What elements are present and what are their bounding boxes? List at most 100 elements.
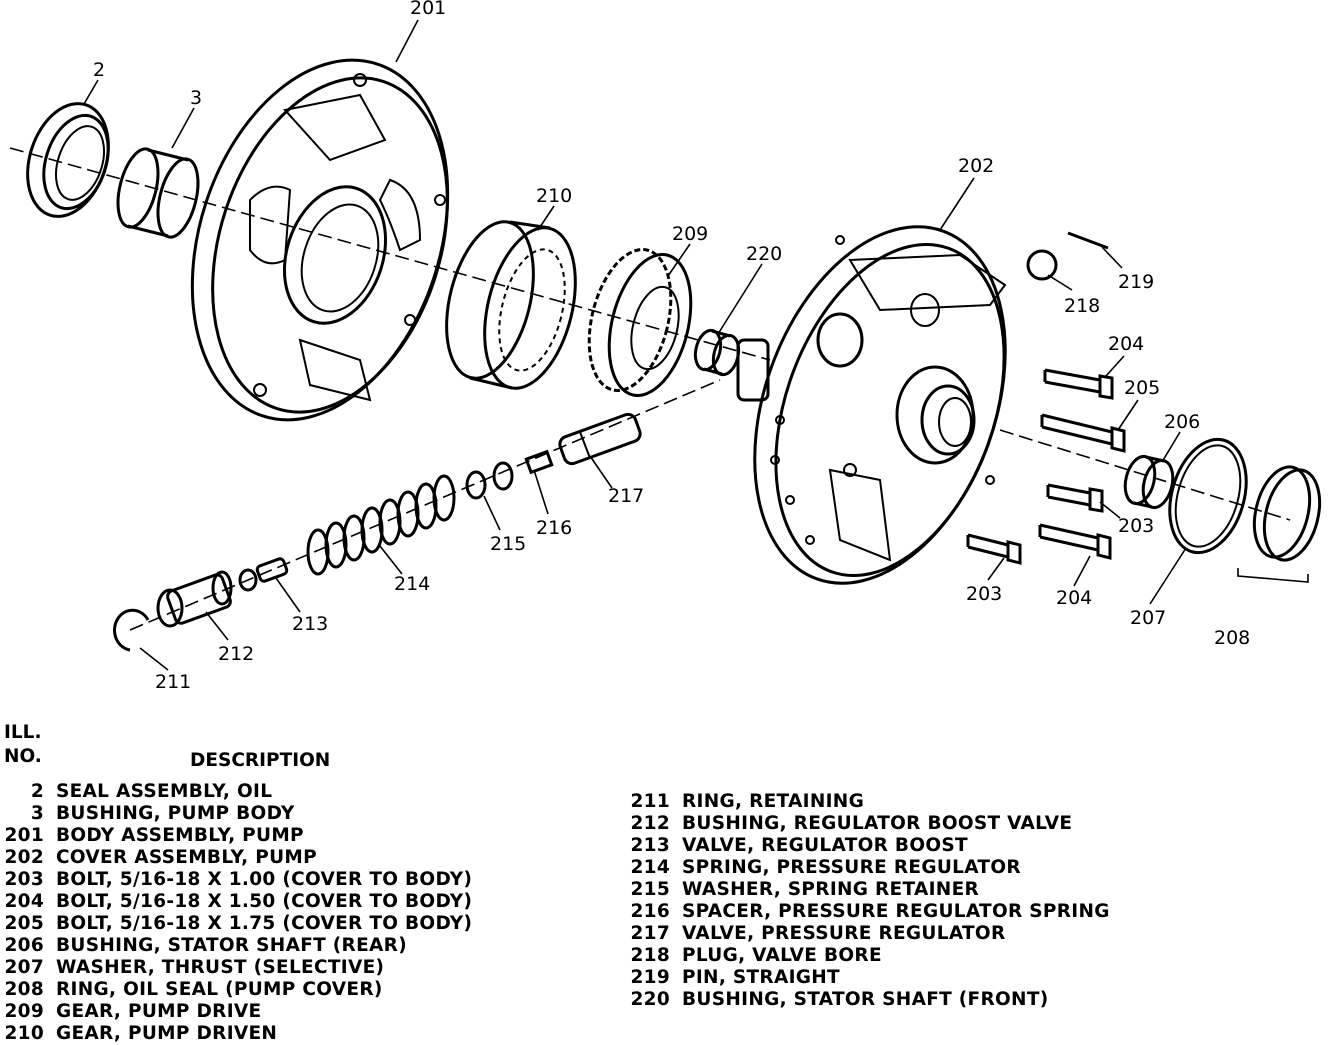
callout-203-lower: 203	[966, 583, 1002, 605]
legend-row: 2 SEAL ASSEMBLY, OIL	[0, 781, 472, 803]
legend-description: BOLT, 5/16-18 X 1.50 (COVER TO BODY)	[56, 891, 473, 912]
legend-row: 216 SPACER, PRESSURE REGULATOR SPRING	[630, 901, 1110, 923]
callout-202: 202	[958, 155, 994, 177]
part-217-valve	[558, 412, 642, 466]
callout-205: 205	[1124, 377, 1160, 399]
legend-number: 204	[4, 891, 44, 912]
part-210-driven-gear	[445, 220, 577, 390]
legend-description: BUSHING, REGULATOR BOOST VALVE	[682, 813, 1073, 834]
legend-description: BOLT, 5/16-18 X 1.75 (COVER TO BODY)	[56, 913, 473, 934]
legend-number: 205	[4, 913, 44, 934]
legend-number: 202	[4, 847, 44, 868]
part-218-plug	[1026, 249, 1058, 281]
legend-row: 209 GEAR, PUMP DRIVE	[0, 1001, 472, 1023]
callout-214: 214	[394, 573, 430, 595]
callout-213: 213	[292, 613, 328, 635]
legend-number: 2	[30, 781, 44, 802]
legend-number: 216	[630, 901, 670, 922]
callout-210: 210	[536, 185, 572, 207]
header-ill: ILL.	[4, 722, 42, 743]
legend-description: BUSHING, PUMP BODY	[56, 803, 295, 824]
callout-204-lower: 204	[1056, 587, 1092, 609]
legend-description: RING, OIL SEAL (PUMP COVER)	[56, 979, 383, 1000]
legend-row: 202 COVER ASSEMBLY, PUMP	[0, 847, 472, 869]
leader-lines	[83, 19, 1187, 671]
legend-number: 215	[630, 879, 670, 900]
legend-description: SPRING, PRESSURE REGULATOR	[682, 857, 1021, 878]
legend-description: SEAL ASSEMBLY, OIL	[56, 781, 273, 802]
legend-row: 214 SPRING, PRESSURE REGULATOR	[630, 857, 1110, 879]
legend-description: BUSHING, STATOR SHAFT (REAR)	[56, 935, 407, 956]
part-213-valve	[238, 557, 289, 592]
legend-number: 211	[630, 791, 670, 812]
legend-description: RING, RETAINING	[682, 791, 865, 812]
legend-description: VALVE, REGULATOR BOOST	[682, 835, 968, 856]
legend-row: 215 WASHER, SPRING RETAINER	[630, 879, 1110, 901]
part-202-pump-cover	[736, 225, 1007, 585]
legend-number: 3	[30, 803, 44, 824]
legend-description: SPACER, PRESSURE REGULATOR SPRING	[682, 901, 1110, 922]
legend-row: 203 BOLT, 5/16-18 X 1.00 (COVER TO BODY)	[0, 869, 472, 891]
callout-203-right: 203	[1118, 515, 1154, 537]
callout-208: 208	[1214, 627, 1250, 649]
legend-description: WASHER, SPRING RETAINER	[682, 879, 980, 900]
part-209-drive-gear	[587, 248, 693, 397]
legend-description: PLUG, VALVE BORE	[682, 945, 882, 966]
part-2-oil-seal	[26, 102, 110, 218]
callout-201: 201	[410, 0, 446, 19]
callout-218: 218	[1064, 295, 1100, 317]
callout-220: 220	[746, 243, 782, 265]
part-204-bolt-lower	[1038, 523, 1112, 560]
legend-number: 203	[4, 869, 44, 890]
callout-3: 3	[190, 87, 202, 109]
callout-219: 219	[1118, 271, 1154, 293]
part-214-spring	[306, 474, 456, 576]
header-no: NO.	[4, 746, 42, 767]
legend-number: 210	[4, 1023, 44, 1044]
legend-row: 212 BUSHING, REGULATOR BOOST VALVE	[630, 813, 1110, 835]
callout-209: 209	[672, 223, 708, 245]
callout-212: 212	[218, 643, 254, 665]
legend-number: 212	[630, 813, 670, 834]
legend-number: 213	[630, 835, 670, 856]
legend-description: BOLT, 5/16-18 X 1.00 (COVER TO BODY)	[56, 869, 473, 890]
legend-number: 219	[630, 967, 670, 988]
part-211-ring	[113, 608, 150, 652]
legend-row: 204 BOLT, 5/16-18 X 1.50 (COVER TO BODY)	[0, 891, 472, 913]
legend-row: 213 VALVE, REGULATOR BOOST	[630, 835, 1110, 857]
part-3-bushing	[116, 147, 200, 239]
legend-number: 209	[4, 1001, 44, 1022]
part-204-bolt-upper	[1043, 368, 1114, 400]
legend-right: 211 RING, RETAINING 212 BUSHING, REGULATOR…	[630, 791, 1110, 1011]
legend-description: COVER ASSEMBLY, PUMP	[56, 847, 317, 868]
legend-description: GEAR, PUMP DRIVE	[56, 1001, 262, 1022]
part-201-pump-body	[190, 58, 450, 422]
legend-description: PIN, STRAIGHT	[682, 967, 840, 988]
callout-206: 206	[1164, 411, 1200, 433]
callout-216: 216	[536, 517, 572, 539]
legend-row: 207 WASHER, THRUST (SELECTIVE)	[0, 957, 472, 979]
legend-number: 201	[4, 825, 44, 846]
callout-204-upper: 204	[1108, 333, 1144, 355]
legend-description: WASHER, THRUST (SELECTIVE)	[56, 957, 385, 978]
part-219-pin	[1067, 231, 1109, 250]
legend-number: 208	[4, 979, 44, 1000]
legend-row: 205 BOLT, 5/16-18 X 1.75 (COVER TO BODY)	[0, 913, 472, 935]
legend-row: 3 BUSHING, PUMP BODY	[0, 803, 472, 825]
part-207-thrust-washer	[1168, 437, 1248, 555]
legend-number: 214	[630, 857, 670, 878]
part-216-spacer	[524, 449, 554, 475]
callout-215: 215	[490, 533, 526, 555]
part-203-bolt-lower	[966, 533, 1022, 565]
callout-211: 211	[155, 671, 191, 693]
part-215-washer	[465, 461, 514, 500]
callout-labels: 201 2 3 202 210 209 220 218 219 204 205 …	[93, 0, 1250, 693]
legend-number: 207	[4, 957, 44, 978]
part-220-bushing	[693, 328, 741, 377]
